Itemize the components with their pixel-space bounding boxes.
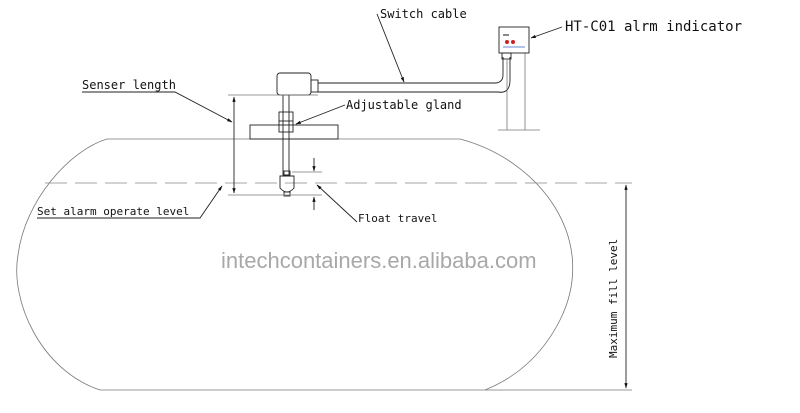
alarm-indicator-box (498, 26, 530, 54)
mounting-flange (249, 124, 339, 140)
sensor-stem (282, 94, 290, 176)
tank-outline (16, 138, 632, 391)
label-float-travel: Float travel (358, 212, 437, 225)
label-indicator: HT-C01 alrm indicator (565, 19, 742, 35)
label-set-alarm-level: Set alarm operate level (37, 205, 189, 218)
adjustable-gland (278, 111, 294, 133)
label-senser-length: Senser length (82, 78, 176, 92)
label-switch-cable: Switch cable (380, 7, 467, 21)
switch-cable-conduit (318, 52, 512, 93)
label-max-fill-level: Maximum fill level (607, 239, 620, 358)
float (279, 170, 295, 197)
sensor-head (276, 72, 319, 96)
watermark: intechcontainers.en.alibaba.com (221, 248, 537, 273)
label-adjustable-gland: Adjustable gland (346, 98, 462, 112)
indicator-stand (498, 53, 540, 131)
